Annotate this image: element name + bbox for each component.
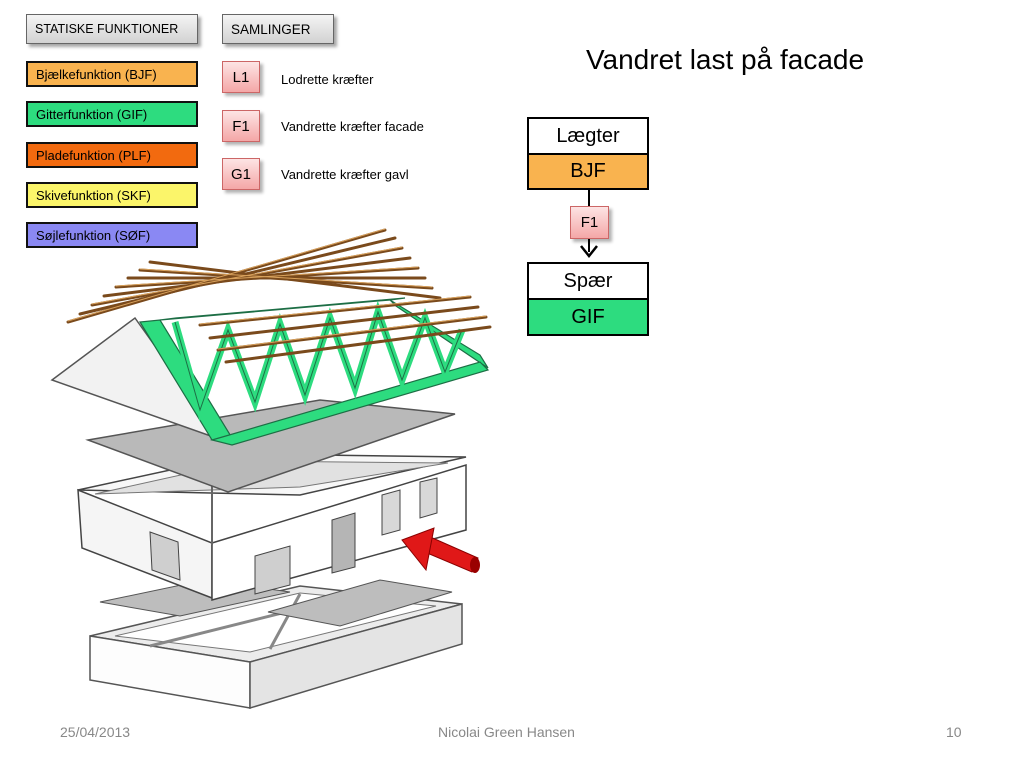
joint-label-l1: Lodrette kræfter [281, 72, 374, 87]
roof-battens [66, 228, 492, 364]
legend-item-sof: Søjlefunktion (SØF) [26, 222, 198, 248]
horizontal-load-arrow [401, 527, 480, 573]
flow-bottom-function: GIF [527, 298, 649, 336]
slide-title: Vandret last på facade [585, 44, 865, 75]
legend-item-plf: Pladefunktion (PLF) [26, 142, 198, 168]
footer-page-number: 10 [946, 724, 962, 740]
static-functions-header: STATISKE FUNKTIONER [26, 14, 198, 44]
flow-top-function: BJF [527, 153, 649, 190]
legend-item-gif: Gitterfunktion (GIF) [26, 101, 198, 127]
ceiling-plate [85, 399, 456, 493]
footer-date: 25/04/2013 [60, 724, 131, 740]
joint-label-f1: Vandrette kræfter facade [281, 119, 424, 134]
joint-badge-f1: F1 [222, 110, 260, 142]
legend-item-skf: Skivefunktion (SKF) [26, 182, 198, 208]
joint-badge-g1: G1 [222, 158, 260, 190]
flow-bottom-name: Spær [527, 262, 649, 300]
house-walls [77, 453, 467, 601]
exploded-house-illustration [50, 228, 492, 710]
joint-label-g1: Vandrette kræfter gavl [281, 167, 409, 182]
legend-item-bjf: Bjælkefunktion (BJF) [26, 61, 198, 87]
joints-header: SAMLINGER [222, 14, 334, 44]
joint-badge-l1: L1 [222, 61, 260, 93]
flow-top-name: Lægter [527, 117, 649, 155]
footer-author: Nicolai Green Hansen [438, 724, 575, 740]
flow-joint-badge: F1 [570, 206, 609, 239]
